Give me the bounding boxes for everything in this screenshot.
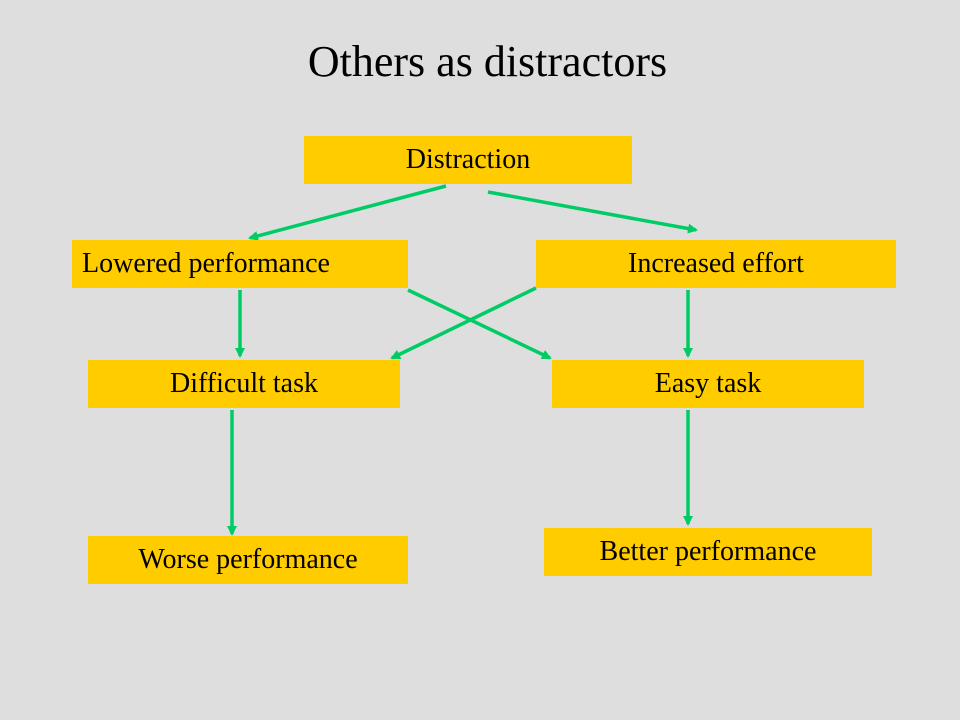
node-worse-performance: Worse performance (88, 536, 408, 584)
arrow-lowered-performance-to-easy-task (407, 288, 552, 360)
slide-title: Others as distractors (307, 37, 668, 86)
node-lowered-performance: Lowered performance (72, 240, 408, 288)
node-easy-task: Easy task (552, 360, 864, 408)
node-distraction: Distraction (304, 136, 632, 184)
arrow-distraction-to-lowered-performance (248, 184, 447, 241)
arrow-distraction-to-increased-effort (487, 190, 698, 234)
node-increased-effort: Increased effort (536, 240, 896, 288)
node-better-performance: Better performance (544, 528, 872, 576)
node-difficult-task: Difficult task (88, 360, 400, 408)
arrow-increased-effort-to-difficult-task (390, 286, 537, 360)
